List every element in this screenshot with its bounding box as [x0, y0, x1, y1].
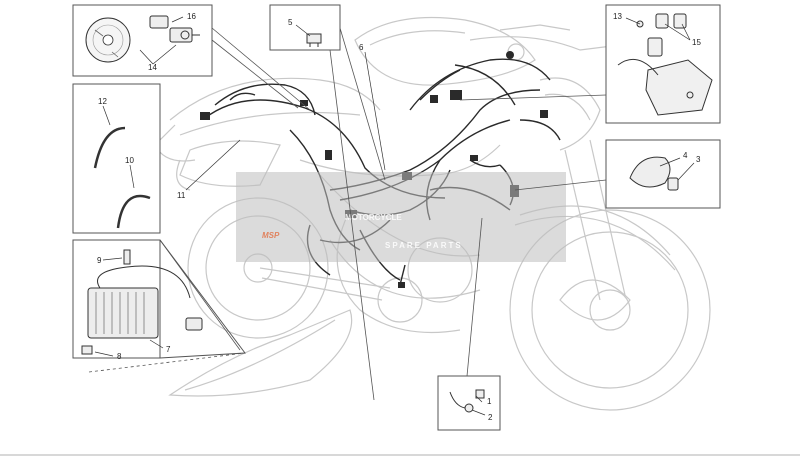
callout-2: 2: [488, 413, 493, 422]
watermark: MSP MOTORCYCLE SPARE PARTS: [236, 172, 566, 262]
ground-screw-icon: [449, 389, 485, 413]
horn-icon: [629, 156, 679, 191]
callout-9: 9: [97, 256, 102, 265]
inset-box-clips: [72, 83, 161, 234]
watermark-sub: SPARE PARTS: [385, 241, 463, 250]
box-leader-lines: [88, 27, 607, 401]
voltage-regulator-icon: [81, 249, 203, 355]
watermark-brand: MOTORCYCLE: [345, 213, 402, 222]
callout-3: 3: [696, 155, 701, 164]
callout-leaders: [94, 16, 695, 416]
relay-bracket-icon: [617, 13, 713, 116]
callout-14: 14: [148, 63, 157, 72]
watermark-band: [236, 172, 566, 262]
callout-12: 12: [98, 97, 107, 106]
callout-7: 7: [166, 345, 171, 354]
callout-5: 5: [288, 18, 293, 27]
callout-4: 4: [683, 151, 688, 160]
callout-10: 10: [125, 156, 134, 165]
callout-8: 8: [117, 352, 122, 361]
sensor-part-icon: [149, 15, 200, 43]
watermark-logo: MSP: [262, 231, 280, 240]
inset-box-fuse: [269, 4, 341, 51]
callout-6: 6: [359, 43, 364, 52]
callout-1: 1: [487, 397, 492, 406]
callout-15: 15: [692, 38, 701, 47]
fuse-icon: [306, 33, 322, 47]
callout-13: 13: [613, 12, 622, 21]
wire-clip-icon: [93, 126, 151, 229]
callout-11: 11: [177, 191, 186, 200]
cd-disc-icon: [85, 17, 131, 63]
callout-labels: 16 14 5 6 12 10 11 9 7 8 13 15 4 3 1 2: [97, 12, 701, 422]
inset-box-ground: [437, 375, 501, 431]
callout-16: 16: [187, 12, 196, 21]
